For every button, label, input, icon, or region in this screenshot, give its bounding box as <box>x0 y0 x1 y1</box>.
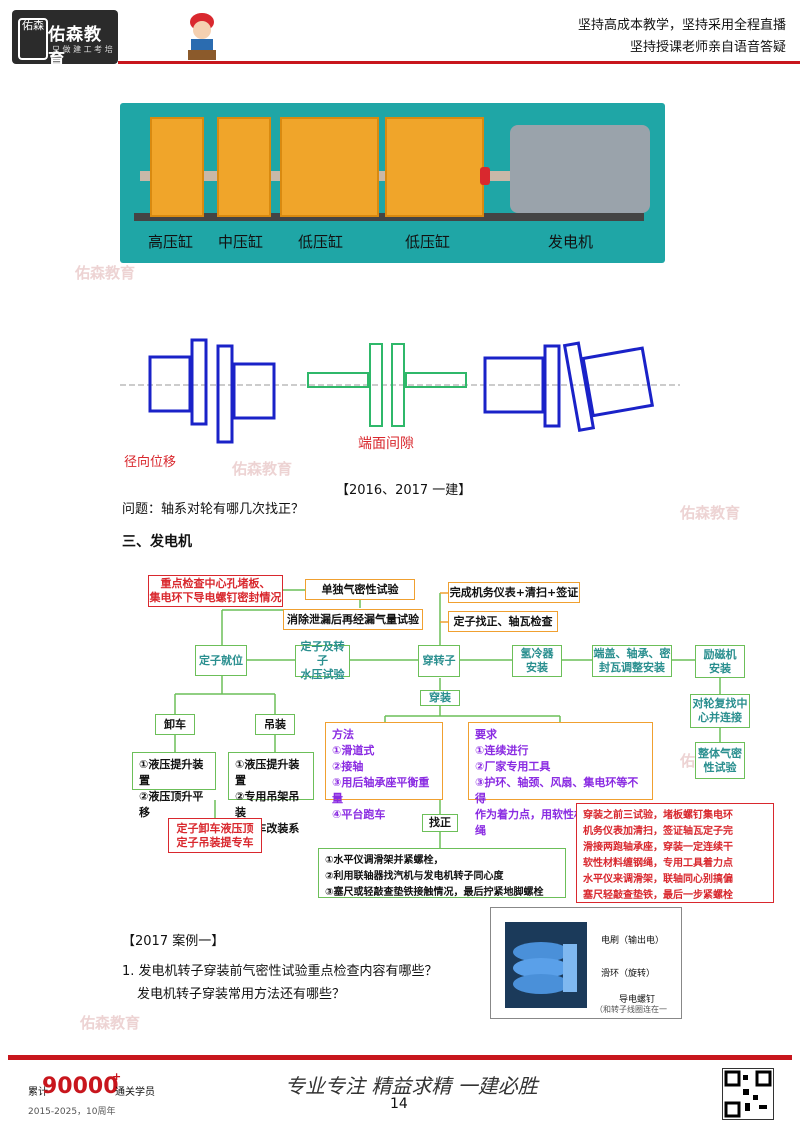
case-question-1: 1. 发电机转子穿装前气密性试验重点检查内容有哪些？ <box>122 964 438 979</box>
cylinder-label: 发电机 <box>548 233 594 251</box>
case-title: 【2017 案例一】 <box>122 934 225 949</box>
qr-code-icon <box>722 1068 774 1120</box>
photo-label-screw: 导电螺钉 <box>619 995 656 1005</box>
flow-rotor-insert: 穿转子 <box>418 645 460 677</box>
photo-label-slipring: 滑环（旋转） <box>601 969 656 979</box>
stat-number: 90000 <box>42 1074 119 1099</box>
question-text: 问题：轴系对轮有哪几次找正？ <box>122 502 305 517</box>
lp-cylinder-2 <box>385 117 484 217</box>
watermark: 佑森教育 <box>232 460 293 478</box>
watermark: 佑森教育 <box>80 1014 141 1032</box>
flow-seal-install: 端盖、轴承、密封瓦调整安装 <box>592 645 672 677</box>
flow-coupling: 对轮复找中心并连接 <box>690 694 750 728</box>
watermark: 佑森教育 <box>75 264 136 282</box>
footer-signature: 专业专注 精益求精 一建必胜 <box>285 1074 538 1098</box>
mascot-icon <box>182 10 222 62</box>
turbine-base <box>134 213 644 221</box>
hp-cylinder <box>150 117 204 217</box>
flow-stator-position: 定子就位 <box>195 645 247 676</box>
cylinder-label: 低压缸 <box>405 233 451 251</box>
flow-recheck-leak-test: 消除泄漏后再经漏气量试验 <box>283 609 423 630</box>
cylinder-label: 低压缸 <box>298 233 344 251</box>
cylinder-label: 高压缸 <box>148 233 194 251</box>
slogan-line-1: 坚持高成本教学，坚持采用全程直播 <box>577 18 786 33</box>
alignment-figure <box>120 330 680 450</box>
ip-cylinder <box>217 117 271 217</box>
slogan-line-2: 坚持授课老师亲自语音答疑 <box>629 40 786 55</box>
flow-hoist-list: ①液压提升装置②专用吊架吊装③行车改装系统 <box>228 752 314 851</box>
coupling-icon <box>480 167 490 185</box>
footer-divider <box>8 1055 792 1060</box>
flow-water-pressure-test: 定子及转子水压试验 <box>295 640 350 681</box>
case-question-2: 发电机转子穿装常用方法还有哪些？ <box>137 987 346 1002</box>
flow-complete-checks: 完成机务仪表+清扫+签证 <box>448 582 580 603</box>
end-gap-caption: 端面间隙 <box>358 436 414 452</box>
flow-red-top-note: 重点检查中心孔堵板、集电环下导电螺钉密封情况 <box>148 575 283 607</box>
flow-exciter-install: 励磁机安装 <box>695 645 745 678</box>
logo-name: 佑森教育 <box>48 25 102 70</box>
turbine-generator-figure: 高压缸 中压缸 低压缸 低压缸 发电机 <box>120 103 665 263</box>
flow-install: 穿装 <box>420 690 460 706</box>
footer-years: 2015-2025，10周年 <box>28 1107 116 1117</box>
slip-ring-photo: 电刷（输出电） 滑环（旋转） 导电螺钉 （和转子线圈连在一 <box>490 907 682 1019</box>
photo-label-brush: 电刷（输出电） <box>601 936 665 946</box>
flow-stator-align: 定子找正、轴瓦检查 <box>448 611 558 632</box>
flow-whole-airtight-test: 整体气密性试验 <box>695 742 745 779</box>
header-divider <box>118 61 800 64</box>
photo-label-note: （和转子线圈连在一 <box>595 1005 667 1014</box>
page-number: 14 <box>390 1096 408 1112</box>
flow-red-summary-note: 穿装之前三试验，堵板螺钉集电环机务仪表加清扫，签证轴瓦定子完 滑接两跑轴承座，穿… <box>576 803 774 903</box>
brand-logo: 佑森 佑森教育 只 做 建 工 考 培 <box>12 10 118 70</box>
flow-red-unload-note: 定子卸车液压顶定子吊装提专车 <box>168 818 262 853</box>
question-source: 【2016、2017 一建】 <box>336 483 472 498</box>
radial-displacement-caption: 径向位移 <box>124 455 177 470</box>
flow-align: 找正 <box>422 814 458 832</box>
section-title: 三、发电机 <box>122 534 192 550</box>
stat-prefix: 累计 <box>28 1087 48 1098</box>
cylinder-label: 中压缸 <box>218 233 264 251</box>
logo-slogan: 只 做 建 工 考 培 <box>52 45 113 54</box>
flow-single-airtight-test: 单独气密性试验 <box>305 579 415 600</box>
flow-cooler-install: 氢冷器安装 <box>512 645 562 677</box>
flow-hoist: 吊装 <box>255 714 295 735</box>
slip-ring-image <box>505 922 587 1008</box>
logo-seal: 佑森 <box>18 18 48 60</box>
stat-suffix: 通关学员 <box>115 1087 155 1098</box>
generator-body <box>510 125 650 213</box>
watermark: 佑森教育 <box>680 504 741 522</box>
lp-cylinder-1 <box>280 117 379 217</box>
flow-unload: 卸车 <box>155 714 195 735</box>
stat-plus: + <box>112 1070 122 1083</box>
